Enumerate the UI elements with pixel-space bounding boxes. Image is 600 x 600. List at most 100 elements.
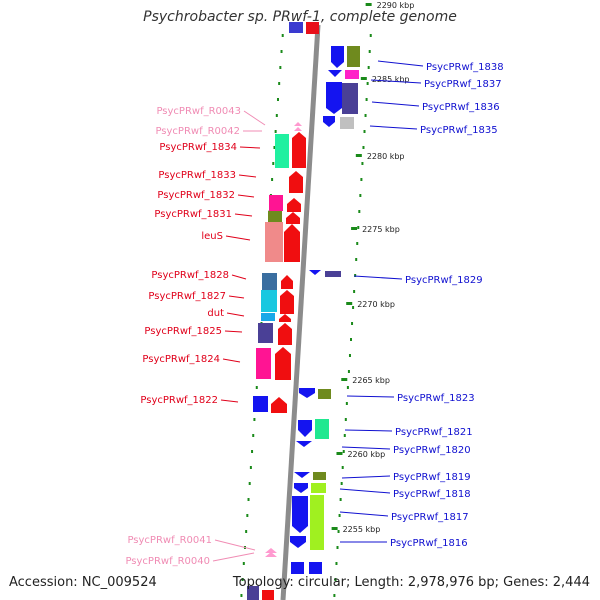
lane-dot — [348, 354, 351, 357]
leader-line — [220, 399, 239, 403]
lane-dot — [278, 82, 281, 85]
lane-dot — [273, 146, 276, 149]
lane-dot — [334, 578, 337, 581]
feature-1836b — [342, 83, 358, 114]
lane-dot — [366, 82, 369, 85]
lane-dot — [359, 194, 362, 197]
feature-1823a — [299, 388, 315, 398]
lane-dot — [280, 50, 283, 53]
feature-1832b — [269, 195, 283, 211]
lane-dot — [342, 450, 345, 453]
right-features — [290, 46, 360, 574]
right-gene-label: PsycPRwf_1838 — [426, 62, 504, 73]
leader-line — [346, 395, 395, 398]
feature-1835a — [323, 116, 335, 127]
feature-1834b — [275, 134, 289, 168]
right-gene-label: PsycPRwf_1817 — [391, 512, 469, 523]
right-gene-label: PsycPRwf_1819 — [393, 472, 471, 483]
leader-line — [212, 552, 255, 562]
feature-1831a — [286, 212, 300, 224]
gene-labels: PsycPRwf_R0043PsycPRwf_R0042PsycPRwf_183… — [125, 60, 504, 567]
lane-dot — [354, 274, 357, 277]
leader-line — [369, 125, 418, 130]
lane-dot — [276, 98, 279, 101]
lane-dot — [363, 130, 366, 133]
leader-line — [339, 488, 391, 494]
lane-dot — [360, 178, 363, 181]
feature-leuS-b — [265, 222, 283, 262]
feature-1819a — [294, 472, 310, 478]
tick-label: 2285 kbp — [372, 75, 410, 84]
tick-mark — [341, 378, 348, 381]
left-gene-label: PsycPRwf_1825 — [144, 326, 222, 337]
tick-label: 2265 kbp — [352, 376, 390, 385]
feature-1838a — [331, 46, 344, 68]
leader-line — [225, 235, 251, 241]
tick-mark — [351, 227, 358, 230]
leader-line — [243, 110, 266, 126]
lane-dot — [336, 546, 339, 549]
lane-dot — [255, 386, 258, 389]
lane-dot — [358, 210, 361, 213]
left-gene-label: PsycPRwf_1827 — [148, 291, 226, 302]
feature-1822b — [253, 396, 268, 412]
left-gene-label: PsycPRwf_1832 — [157, 190, 235, 201]
feature-1837a — [328, 70, 342, 77]
left-gene-label: PsycPRwf_1824 — [142, 354, 220, 365]
left-gene-label: PsycPRwf_1831 — [154, 209, 232, 220]
feature-1818a — [294, 483, 308, 493]
left-features — [247, 122, 306, 600]
feature-bottom-l2 — [262, 590, 274, 600]
lane-dot — [279, 66, 282, 69]
feature-1833a — [289, 171, 303, 193]
left-gene-label: PsycPRwf_R0041 — [127, 535, 212, 546]
left-gene-label: PsycPRwf_1833 — [158, 170, 236, 181]
leader-line — [339, 511, 389, 517]
feature-R0043 — [294, 122, 302, 131]
lane-dot — [351, 322, 354, 325]
lane-dot — [241, 578, 244, 581]
lane-dot — [247, 498, 250, 501]
lane-dot — [337, 530, 340, 533]
lane-dot — [364, 114, 367, 117]
leader-line — [231, 274, 247, 280]
feature-1825b — [258, 323, 273, 343]
leader-line — [228, 295, 245, 299]
left-gene-label: PsycPRwf_R0042 — [155, 126, 240, 137]
feature-1819b — [313, 472, 326, 480]
lane-dot — [251, 450, 254, 453]
map-title: Psychrobacter sp. PRwf-1, complete genom… — [143, 9, 457, 25]
lane-dot — [352, 306, 355, 309]
lane-dot — [253, 418, 256, 421]
lane-dot — [338, 514, 341, 517]
feature-bottom-r1 — [291, 562, 304, 574]
right-gene-label: PsycPRwf_1821 — [395, 427, 473, 438]
lane-dot — [361, 162, 364, 165]
tick-label: 2290 kbp — [377, 1, 415, 10]
feature-bottom-r2 — [309, 562, 322, 574]
lane-dot — [343, 434, 346, 437]
lane-dot — [353, 290, 356, 293]
feature-1824a — [275, 347, 291, 380]
feature-1822a — [271, 397, 287, 413]
lane-dot — [275, 114, 278, 117]
tick-mark — [331, 527, 338, 530]
lane-dot — [365, 98, 368, 101]
leader-line — [222, 358, 241, 363]
feature-1829b — [325, 271, 341, 277]
feature-1817b — [310, 495, 324, 550]
feature-R0041 — [265, 548, 277, 557]
feature-1828b — [262, 273, 277, 290]
left-gene-label: leuS — [201, 231, 223, 242]
feature-1827b — [261, 290, 277, 312]
feature-1835b — [340, 117, 354, 129]
lane-dot — [249, 466, 252, 469]
left-gene-label: PsycPRwf_R0043 — [156, 106, 241, 117]
leader-line — [377, 60, 424, 67]
lane-dot — [357, 226, 360, 229]
tick-mark — [355, 154, 362, 157]
leader-line — [226, 312, 245, 317]
leader-line — [224, 330, 243, 333]
feature-top-1 — [289, 22, 303, 33]
tick-label: 2275 kbp — [362, 225, 400, 234]
